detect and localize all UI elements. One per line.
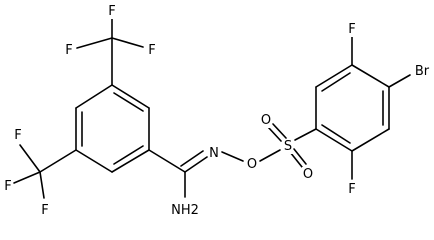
atom-f-top-2: F	[108, 4, 115, 19]
bond-ring-cf3left	[39, 149, 77, 173]
bond-s-ring2	[294, 128, 317, 141]
bond-c-n-double-1	[184, 156, 208, 173]
atom-f-top-1: F	[65, 43, 72, 58]
structure-svg: F F F F F F N O S O O NH2 F Br F	[3, 4, 431, 218]
bond-s-o2-a	[289, 151, 303, 168]
bond-cf3left-f1	[19, 144, 41, 173]
label-backdrop	[413, 64, 431, 79]
atom-nh2: NH2	[171, 203, 199, 218]
label-backdrop	[107, 4, 117, 19]
bond-ring2-inner-3	[321, 124, 351, 144]
atom-f-left-3: F	[41, 203, 48, 218]
atom-f-left-2: F	[4, 179, 11, 194]
bond-ring1-f	[75, 84, 113, 109]
label-backdrop	[347, 182, 357, 197]
label-backdrop	[208, 146, 220, 161]
bond-ring1-inner-1	[113, 92, 144, 112]
bond-cf3top-f1	[76, 37, 113, 49]
atom-o-sulfonyl-2: O	[303, 167, 313, 182]
atom-labels: F F F F F F N O S O O NH2 F Br F	[3, 4, 431, 218]
bonds	[13, 13, 411, 199]
bond-ring2-b	[315, 64, 353, 88]
atom-o-sulfonyl-1: O	[261, 113, 271, 128]
bond-ring1-d	[75, 149, 113, 173]
bond-ring1-a	[111, 84, 150, 109]
molecule-diagram: F F F F F F N O S O O NH2 F Br F	[3, 4, 431, 218]
bond-cf3top-f3	[111, 37, 144, 48]
bond-ring2-inner-1	[321, 72, 351, 92]
label-backdrop	[347, 22, 357, 37]
label-backdrop	[259, 113, 273, 128]
atom-f-ring-bottom: F	[348, 182, 355, 197]
label-backdrop	[301, 167, 315, 182]
bond-s-o1-b	[267, 126, 282, 142]
bond-c-n-double-2	[180, 150, 204, 167]
bond-s-o1-a	[272, 123, 287, 139]
atom-br: Br	[415, 64, 430, 79]
bond-ring2-br	[388, 74, 411, 88]
label-backdrop	[282, 139, 294, 154]
bond-o-s	[259, 149, 281, 162]
bond-ring2-e	[351, 128, 390, 152]
bond-cf3left-f3	[39, 171, 45, 199]
bond-ring-amidine	[148, 149, 186, 173]
label-backdrop	[64, 43, 74, 58]
label-backdrop	[170, 203, 200, 218]
bond-ring1-inner-2	[113, 145, 144, 165]
bond-s-o2-b	[293, 148, 307, 165]
label-backdrop	[245, 157, 259, 172]
label-backdrop	[3, 179, 13, 194]
atom-n-imine: N	[209, 146, 219, 161]
bond-cf3left-f2	[13, 171, 41, 184]
atom-o-link: O	[247, 157, 257, 172]
bond-ring2-c	[351, 64, 390, 88]
label-backdrop	[13, 128, 23, 143]
label-backdrop	[147, 43, 157, 58]
bond-ring2-f	[315, 128, 353, 152]
bond-ring1-c	[111, 149, 150, 173]
atom-f-left-1: F	[14, 128, 21, 143]
bond-n-o	[221, 151, 244, 162]
label-backdrop	[40, 203, 50, 218]
atom-f-ring-top: F	[348, 22, 355, 37]
atom-f-top-3: F	[148, 43, 155, 58]
atom-s-sulfonyl: S	[284, 139, 292, 154]
